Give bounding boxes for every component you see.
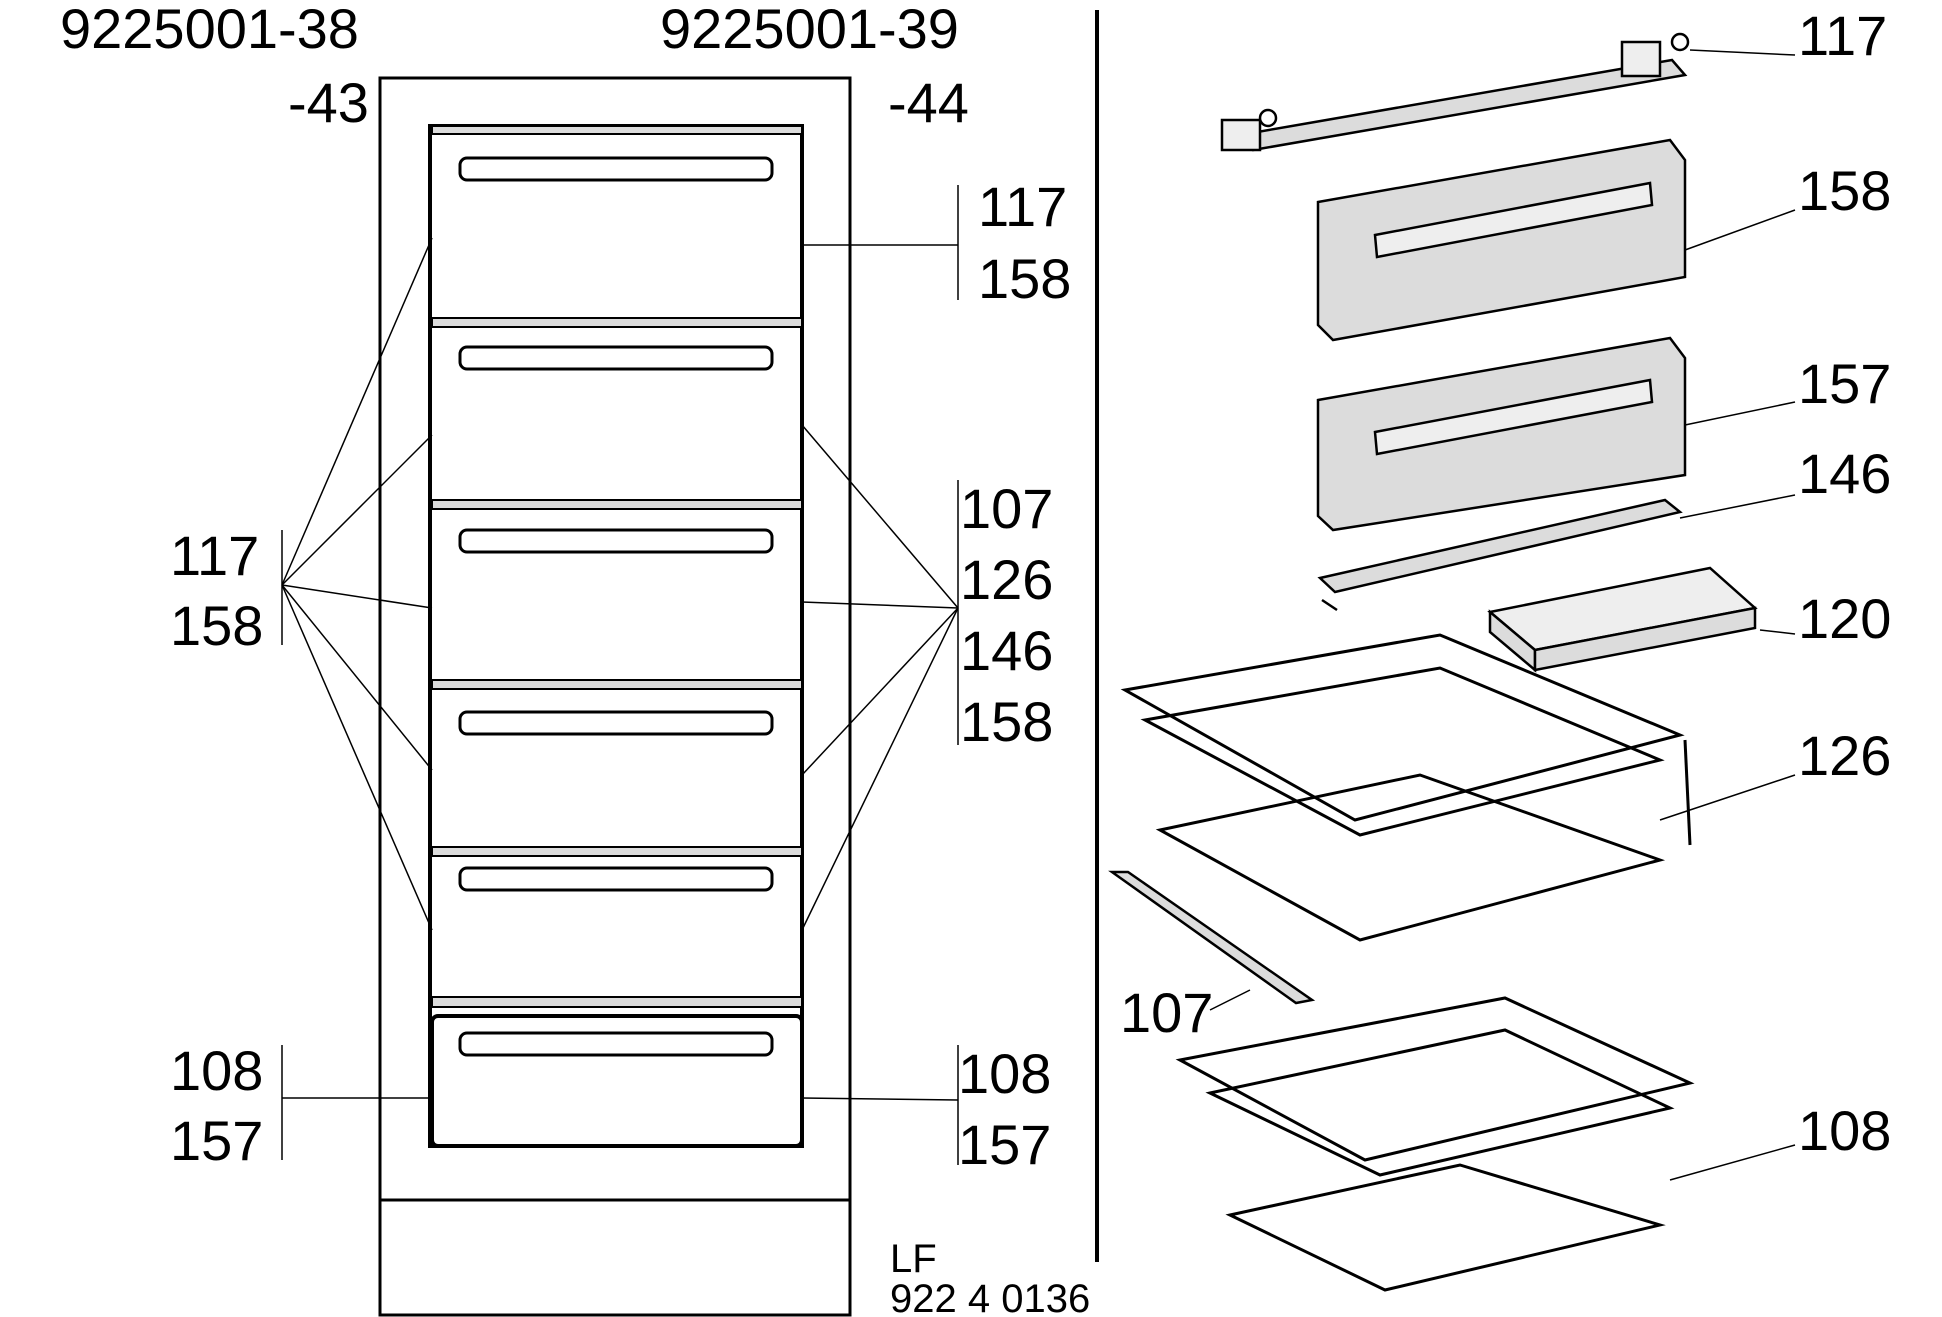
variant-left: -43 xyxy=(288,71,369,134)
label-slide-rail-107: 107 xyxy=(1120,981,1213,1044)
front-panel-157 xyxy=(1316,336,1796,532)
label-lower-basket-108: 108 xyxy=(1798,1099,1891,1162)
drawer-6 xyxy=(430,996,804,1148)
drawer-4 xyxy=(431,679,803,736)
footer-code-line2: 922 4 0136 xyxy=(890,1277,1090,1317)
left-callout-lines xyxy=(281,237,433,1160)
model-number-right: 9225001-39 xyxy=(660,0,959,60)
right-callout-158b: 158 xyxy=(960,690,1053,753)
right-callout-117: 117 xyxy=(978,175,1067,238)
variant-right: -44 xyxy=(888,71,969,134)
trim-strip-146 xyxy=(1317,494,1796,612)
label-front-panel-158: 158 xyxy=(1798,159,1891,222)
cabinet-outline xyxy=(378,76,852,1317)
label-upper-basket-126: 126 xyxy=(1798,724,1891,787)
right-callout-107: 107 xyxy=(960,477,1053,540)
rail-117 xyxy=(1220,32,1796,152)
right-callout-126: 126 xyxy=(960,548,1053,611)
front-panel-158 xyxy=(1316,138,1796,342)
footer-code-line1: LF xyxy=(890,1237,937,1281)
slide-rail-107 xyxy=(1108,870,1316,1011)
ice-tray-120 xyxy=(1487,566,1796,673)
right-callout-146: 146 xyxy=(960,619,1053,682)
label-ice-tray-120: 120 xyxy=(1798,587,1891,650)
model-number-left: 9225001-38 xyxy=(60,0,359,60)
right-callout-108: 108 xyxy=(958,1042,1051,1105)
right-callout-158: 158 xyxy=(978,247,1071,310)
label-rail-117: 117 xyxy=(1798,4,1887,67)
drawer-1 xyxy=(431,125,803,182)
drawer-3 xyxy=(431,499,803,554)
door-frame xyxy=(428,124,804,1148)
freezer-cabinet xyxy=(378,76,852,1317)
right-callout-157: 157 xyxy=(958,1113,1051,1176)
right-callout-lines xyxy=(801,185,959,1165)
drawer-stack xyxy=(430,125,804,1148)
upper-basket-126 xyxy=(1120,633,1796,942)
label-trim-strip-146: 146 xyxy=(1798,442,1891,505)
left-callout-108: 108 xyxy=(170,1039,263,1102)
drawer-5 xyxy=(431,846,803,892)
left-callout-117: 117 xyxy=(170,524,259,587)
left-callout-157: 157 xyxy=(170,1109,263,1172)
label-front-panel-157: 157 xyxy=(1798,352,1891,415)
drawer-2 xyxy=(431,317,803,371)
lower-basket-108 xyxy=(1175,996,1796,1292)
left-callout-158: 158 xyxy=(170,594,263,657)
